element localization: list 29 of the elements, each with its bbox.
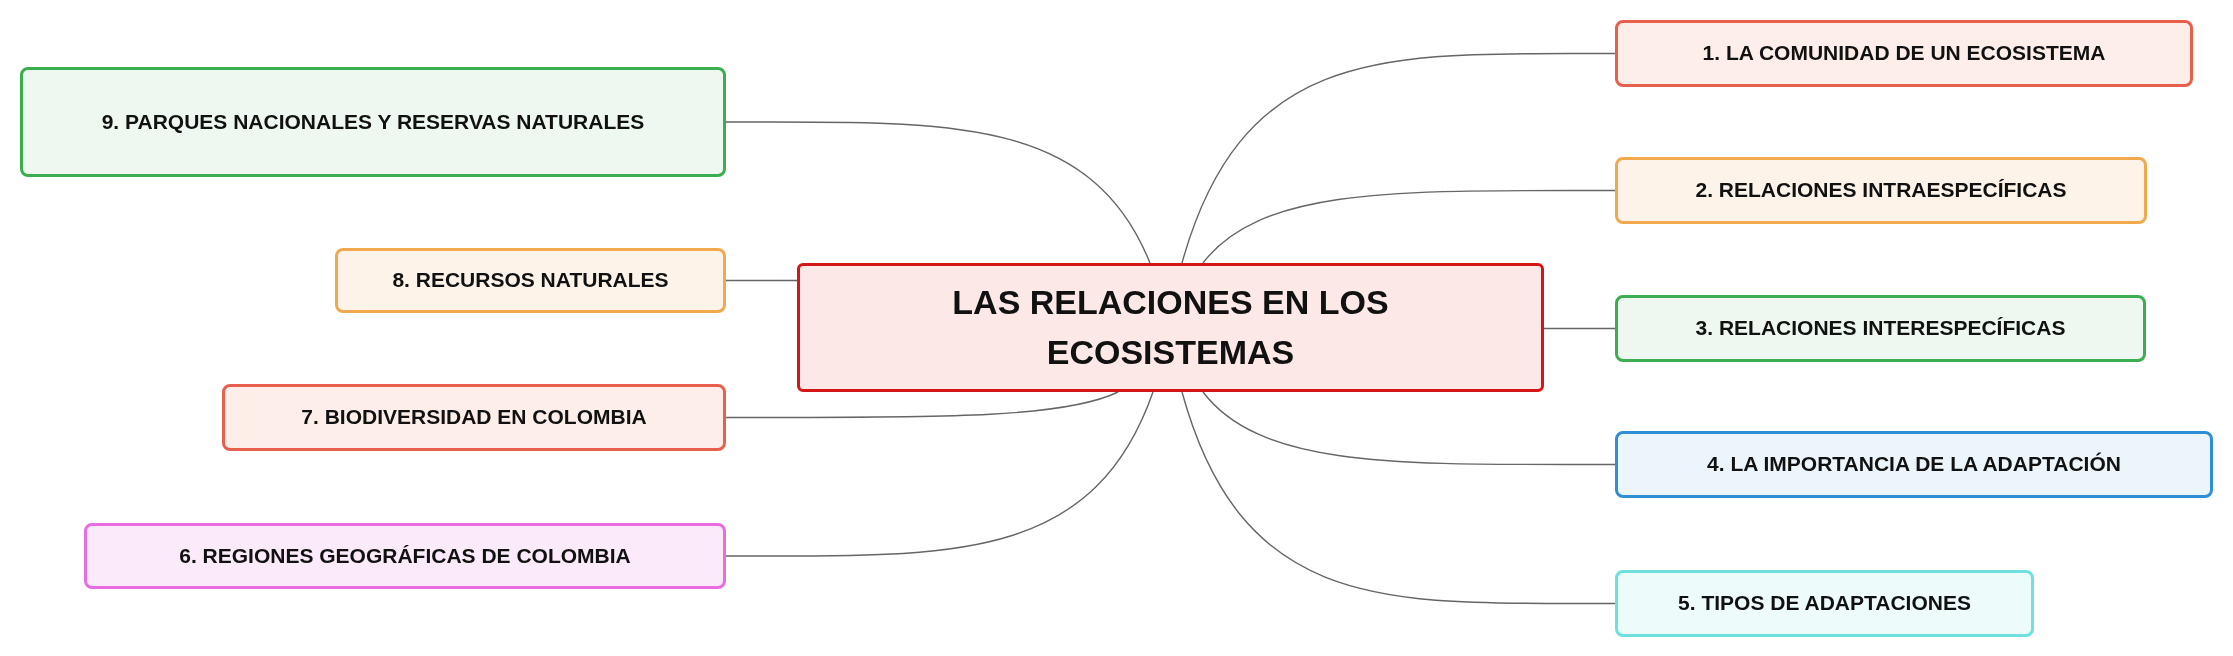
connector-line bbox=[1181, 391, 1616, 605]
topic-box bbox=[1615, 157, 2147, 224]
connector-line bbox=[1181, 52, 1616, 264]
topic-text: 4. LA IMPORTANCIA DE LA ADAPTACIÓN bbox=[1707, 451, 2121, 478]
connector-line bbox=[725, 391, 1119, 419]
connector-line bbox=[1543, 327, 1616, 330]
connector-line bbox=[1202, 391, 1616, 466]
topic-box bbox=[1615, 295, 2146, 362]
topic-text: 1. LA COMUNIDAD DE UN ECOSISTEMA bbox=[1702, 40, 2106, 67]
topic-text: 5. TIPOS DE ADAPTACIONES bbox=[1678, 590, 1971, 617]
topic-box bbox=[1615, 431, 2213, 498]
topic-box bbox=[84, 523, 726, 589]
topic-box bbox=[1615, 20, 2193, 87]
topic-text: 8. RECURSOS NATURALES bbox=[392, 267, 669, 294]
topic-box bbox=[222, 384, 726, 451]
topic-text: 6. REGIONES GEOGRÁFICAS DE COLOMBIA bbox=[179, 542, 631, 569]
topic-text: 7. BIODIVERSIDAD EN COLOMBIA bbox=[301, 404, 647, 431]
topic-box bbox=[1615, 570, 2034, 637]
central-topic-text: LAS RELACIONES EN LOS ECOSISTEMAS bbox=[951, 282, 1390, 373]
connector-line bbox=[1202, 189, 1616, 264]
topic-box bbox=[335, 248, 726, 313]
topic-text: 3. RELACIONES INTERESPECÍFICAS bbox=[1695, 315, 2066, 342]
connector-line bbox=[725, 391, 1154, 557]
central-topic-box bbox=[797, 263, 1544, 392]
topic-text: 2. RELACIONES INTRAESPECÍFICAS bbox=[1695, 177, 2067, 204]
topic-text: 9. PARQUES NACIONALES Y RESERVAS NATURALES bbox=[101, 108, 645, 135]
topic-box bbox=[20, 67, 726, 177]
connector-line bbox=[725, 121, 1151, 264]
connector-line bbox=[725, 279, 798, 282]
